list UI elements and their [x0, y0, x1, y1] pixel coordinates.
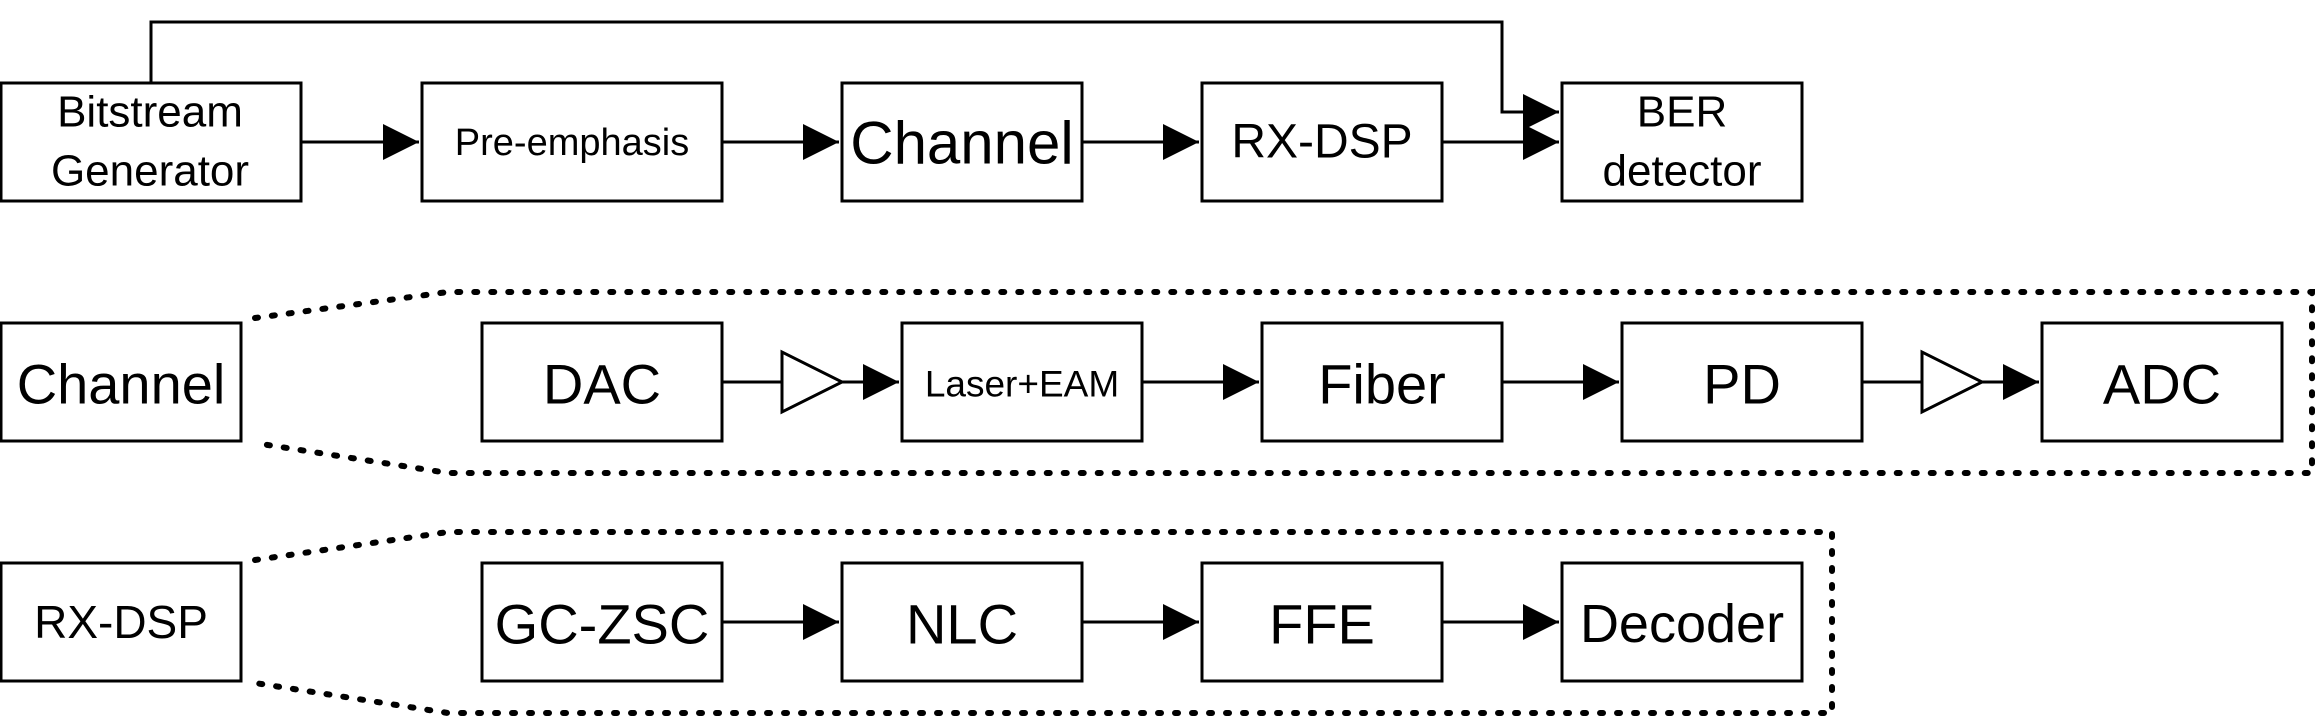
bitstream-generator-block: Bitstream Generator — [0, 81, 303, 203]
dac-label: DAC — [543, 353, 661, 416]
rx-dsp-block: RX-DSP — [1200, 81, 1444, 203]
ber-detector-block: BER detector — [1560, 81, 1804, 203]
pd-block: PD — [1620, 321, 1864, 443]
laser-eam-label: Laser+EAM — [925, 364, 1119, 405]
laser-eam-block: Laser+EAM — [900, 321, 1144, 443]
channel-row-label: Channel — [17, 353, 226, 416]
gc-zsc-block: GC-ZSC — [480, 561, 724, 683]
dac-block: DAC — [480, 321, 724, 443]
channel-label: Channel — [850, 110, 1074, 177]
ber-detector-label-line1: BER — [1637, 88, 1727, 137]
rx-dsp-row-label-block: RX-DSP — [0, 561, 243, 683]
bitstream-generator-label-line2: Generator — [51, 147, 249, 196]
ber-detector-label-line2: detector — [1603, 147, 1762, 196]
channel-row-label-block: Channel — [0, 321, 243, 443]
arrow-bitstream-to-ber-feedback — [149, 20, 1559, 130]
gc-zsc-label: GC-ZSC — [495, 593, 710, 656]
fiber-label: Fiber — [1318, 353, 1446, 416]
pre-emphasis-label: Pre-emphasis — [455, 122, 689, 164]
rx-dsp-expansion-dotted-outline — [252, 529, 1835, 716]
nlc-label: NLC — [906, 593, 1018, 656]
pre-emphasis-block: Pre-emphasis — [420, 81, 724, 203]
channel-block: Channel — [840, 81, 1084, 203]
nlc-block: NLC — [840, 561, 1084, 683]
rx-dsp-row-label: RX-DSP — [34, 596, 208, 648]
fiber-block: Fiber — [1260, 321, 1504, 443]
amplifier-icon-2 — [1920, 349, 1986, 415]
ffe-block: FFE — [1200, 561, 1444, 683]
decoder-block: Decoder — [1560, 561, 1804, 683]
rx-dsp-label: RX-DSP — [1231, 116, 1412, 169]
ffe-label: FFE — [1269, 593, 1375, 656]
amplifier-icon-1 — [780, 349, 846, 415]
decoder-label: Decoder — [1580, 594, 1784, 654]
adc-label: ADC — [2103, 353, 2221, 416]
bitstream-generator-label-line1: Bitstream — [57, 88, 243, 137]
pd-label: PD — [1703, 353, 1781, 416]
adc-block: ADC — [2040, 321, 2284, 443]
channel-expansion-dotted-outline — [252, 289, 2315, 476]
